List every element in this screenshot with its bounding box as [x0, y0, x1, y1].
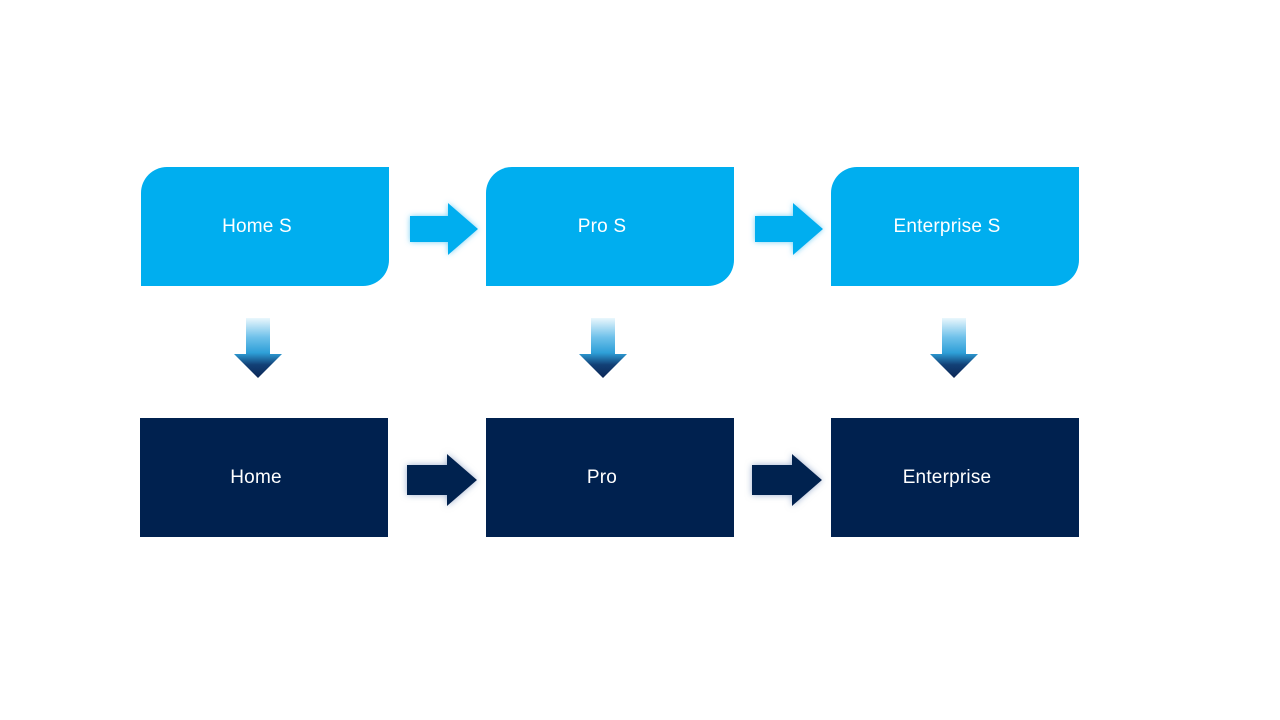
flow-box-label: Home — [230, 466, 282, 488]
flow-box-home-s: Home S — [141, 167, 389, 286]
down-arrow-icon — [930, 318, 978, 378]
right-arrow-icon — [407, 454, 477, 506]
right-arrow-icon — [410, 203, 478, 255]
flow-box-home: Home — [140, 418, 388, 537]
flow-box-pro: Pro — [486, 418, 734, 537]
right-arrow-icon — [755, 203, 823, 255]
flow-box-label: Pro — [586, 466, 618, 488]
flow-box-label: Home S — [222, 215, 292, 237]
down-arrow-icon — [579, 318, 627, 378]
flow-box-label: Enterprise S — [893, 215, 1001, 237]
flow-box-enterprise-s: Enterprise S — [831, 167, 1079, 286]
flow-box-pro-s: Pro S — [486, 167, 734, 286]
flow-box-label: Pro S — [577, 215, 627, 237]
down-arrow-icon — [234, 318, 282, 378]
flow-box-label: Enterprise — [902, 466, 992, 488]
flow-box-enterprise: Enterprise — [831, 418, 1079, 537]
right-arrow-icon — [752, 454, 822, 506]
